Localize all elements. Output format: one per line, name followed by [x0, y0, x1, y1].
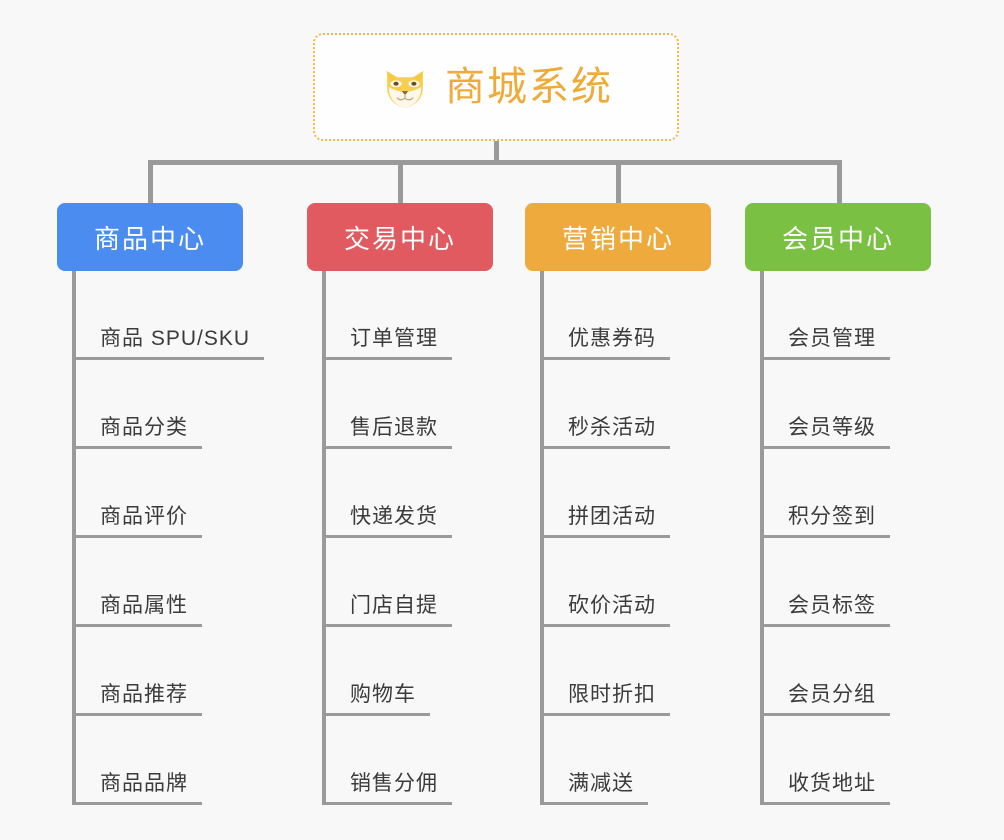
leaf-label: 购物车 [326, 682, 430, 716]
leaf-label: 商品 SPU/SKU [76, 326, 265, 360]
leaf-label: 秒杀活动 [544, 415, 670, 449]
leaf-list-member: 会员管理 会员等级 积分签到 会员标签 会员分组 收货地址 [745, 271, 955, 805]
list-item[interactable]: 满减送 [525, 716, 735, 805]
connector-drop-4 [837, 160, 842, 205]
list-item[interactable]: 商品推荐 [57, 627, 267, 716]
category-header-member[interactable]: 会员中心 [745, 203, 931, 271]
list-item[interactable]: 门店自提 [307, 538, 517, 627]
list-item[interactable]: 销售分佣 [307, 716, 517, 805]
list-item[interactable]: 商品属性 [57, 538, 267, 627]
list-item[interactable]: 会员分组 [745, 627, 955, 716]
leaf-label: 快递发货 [326, 504, 452, 538]
category-header-label: 营销中心 [561, 223, 674, 254]
leaf-label: 商品推荐 [76, 682, 202, 716]
leaf-label: 砍价活动 [544, 593, 670, 627]
list-item[interactable]: 售后退款 [307, 360, 517, 449]
category-header-label: 商品中心 [93, 223, 206, 254]
list-item[interactable]: 购物车 [307, 627, 517, 716]
leaf-label: 商品属性 [76, 593, 202, 627]
list-item[interactable]: 拼团活动 [525, 449, 735, 538]
leaf-label: 商品分类 [76, 415, 202, 449]
leaf-label: 拼团活动 [544, 504, 670, 538]
leaf-trunk [540, 271, 544, 805]
category-column-product: 商品中心 商品 SPU/SKU 商品分类 商品评价 商品属性 商品推荐 商品品牌 [57, 203, 267, 821]
leaf-label: 订单管理 [326, 326, 452, 360]
leaf-list-trade: 订单管理 售后退款 快递发货 门店自提 购物车 销售分佣 [307, 271, 517, 805]
leaf-label: 积分签到 [764, 504, 890, 538]
category-header-label: 会员中心 [781, 223, 894, 254]
list-item[interactable]: 秒杀活动 [525, 360, 735, 449]
category-column-member: 会员中心 会员管理 会员等级 积分签到 会员标签 会员分组 收货地址 [745, 203, 955, 821]
leaf-label: 会员等级 [764, 415, 890, 449]
category-header-marketing[interactable]: 营销中心 [525, 203, 711, 271]
connector-bus [148, 160, 842, 165]
connector-drop-2 [398, 160, 403, 205]
leaf-label: 会员分组 [764, 682, 890, 716]
leaf-label: 收货地址 [764, 771, 890, 805]
leaf-label: 销售分佣 [326, 771, 452, 805]
list-item[interactable]: 订单管理 [307, 271, 517, 360]
list-item[interactable]: 会员标签 [745, 538, 955, 627]
category-header-trade[interactable]: 交易中心 [307, 203, 493, 271]
leaf-label: 商品品牌 [76, 771, 202, 805]
category-header-label: 交易中心 [343, 223, 456, 254]
list-item[interactable]: 商品 SPU/SKU [57, 271, 267, 360]
leaf-list-product: 商品 SPU/SKU 商品分类 商品评价 商品属性 商品推荐 商品品牌 [57, 271, 267, 805]
connector-drop-1 [148, 160, 153, 205]
category-column-marketing: 营销中心 优惠券码 秒杀活动 拼团活动 砍价活动 限时折扣 满减送 [525, 203, 735, 821]
list-item[interactable]: 商品评价 [57, 449, 267, 538]
category-column-trade: 交易中心 订单管理 售后退款 快递发货 门店自提 购物车 销售分佣 [307, 203, 517, 821]
leaf-trunk [322, 271, 326, 805]
leaf-trunk [72, 271, 76, 805]
list-item[interactable]: 会员管理 [745, 271, 955, 360]
list-item[interactable]: 收货地址 [745, 716, 955, 805]
connector-drop-3 [616, 160, 621, 205]
shiba-dog-face-icon [386, 70, 424, 109]
leaf-list-marketing: 优惠券码 秒杀活动 拼团活动 砍价活动 限时折扣 满减送 [525, 271, 735, 805]
leaf-label: 售后退款 [326, 415, 452, 449]
root-node[interactable]: 商城系统 [313, 33, 679, 141]
root-title: 商城系统 [445, 65, 613, 109]
leaf-trunk [760, 271, 764, 805]
list-item[interactable]: 商品品牌 [57, 716, 267, 805]
connector-root-stem [494, 141, 499, 163]
leaf-label: 商品评价 [76, 504, 202, 538]
list-item[interactable]: 商品分类 [57, 360, 267, 449]
leaf-label: 满减送 [544, 771, 648, 805]
leaf-label: 门店自提 [326, 593, 452, 627]
list-item[interactable]: 快递发货 [307, 449, 517, 538]
list-item[interactable]: 限时折扣 [525, 627, 735, 716]
list-item[interactable]: 优惠券码 [525, 271, 735, 360]
leaf-label: 限时折扣 [544, 682, 670, 716]
list-item[interactable]: 砍价活动 [525, 538, 735, 627]
leaf-label: 会员标签 [764, 593, 890, 627]
leaf-label: 会员管理 [764, 326, 890, 360]
list-item[interactable]: 会员等级 [745, 360, 955, 449]
leaf-label: 优惠券码 [544, 326, 670, 360]
list-item[interactable]: 积分签到 [745, 449, 955, 538]
category-header-product[interactable]: 商品中心 [57, 203, 243, 271]
